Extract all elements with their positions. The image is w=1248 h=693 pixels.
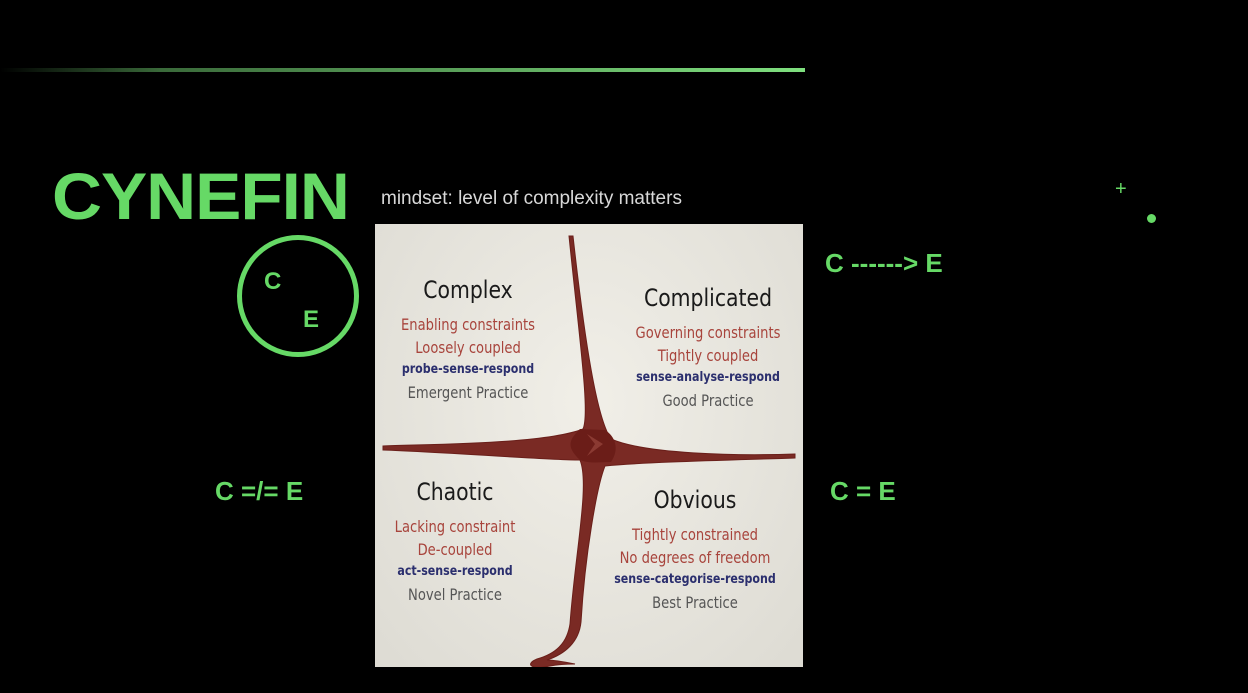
cause-effect-circle: C E	[237, 235, 359, 357]
quadrant-constraints: Governing constraints	[635, 323, 781, 342]
plus-icon: +	[1115, 178, 1127, 200]
quadrant-approach: probe-sense-respond	[401, 362, 535, 377]
quadrant-coupling: De-coupled	[417, 540, 493, 559]
quadrant-title: Chaotic	[416, 478, 494, 506]
quadrant-constraints: Tightly constrained	[632, 525, 758, 544]
quadrant-approach: sense-categorise-respond	[614, 572, 776, 587]
quadrant-chaotic: Chaotic Lacking constraint De-coupled ac…	[355, 478, 555, 606]
slide-title: CYNEFIN	[52, 159, 350, 233]
relation-not-equal: C =/= E	[215, 476, 304, 506]
quadrant-approach: sense-analyse-respond	[636, 370, 780, 385]
quadrant-coupling: Tightly coupled	[657, 346, 759, 365]
quadrant-title: Complicated	[643, 284, 773, 312]
quadrant-practice: Emergent Practice	[407, 383, 529, 402]
quadrant-complex: Complex Enabling constraints Loosely cou…	[368, 276, 568, 404]
quadrant-title: Obvious	[653, 486, 737, 514]
quadrant-practice: Novel Practice	[408, 585, 502, 604]
cynefin-diagram: Complex Enabling constraints Loosely cou…	[375, 224, 803, 667]
quadrant-obvious: Obvious Tightly constrained No degrees o…	[595, 486, 795, 614]
dot-icon	[1147, 214, 1156, 223]
header-divider-line	[0, 68, 805, 72]
relation-arrow: C ------> E	[825, 248, 943, 278]
quadrant-approach: act-sense-respond	[397, 564, 513, 579]
domain-boundary-curves	[382, 235, 796, 667]
quadrant-constraints: Lacking constraint	[394, 517, 516, 536]
effect-label: E	[303, 306, 320, 333]
slide-subtitle: mindset: level of complexity matters	[381, 188, 682, 209]
quadrant-constraints: Enabling constraints	[401, 315, 535, 334]
quadrant-coupling: Loosely coupled	[415, 338, 521, 357]
cause-label: C	[264, 268, 282, 295]
quadrant-practice: Best Practice	[652, 593, 738, 612]
quadrant-practice: Good Practice	[662, 391, 754, 410]
quadrant-title: Complex	[423, 276, 513, 304]
quadrant-coupling: No degrees of freedom	[619, 548, 771, 567]
relation-equal: C = E	[830, 476, 896, 506]
quadrant-complicated: Complicated Governing constraints Tightl…	[608, 284, 808, 412]
